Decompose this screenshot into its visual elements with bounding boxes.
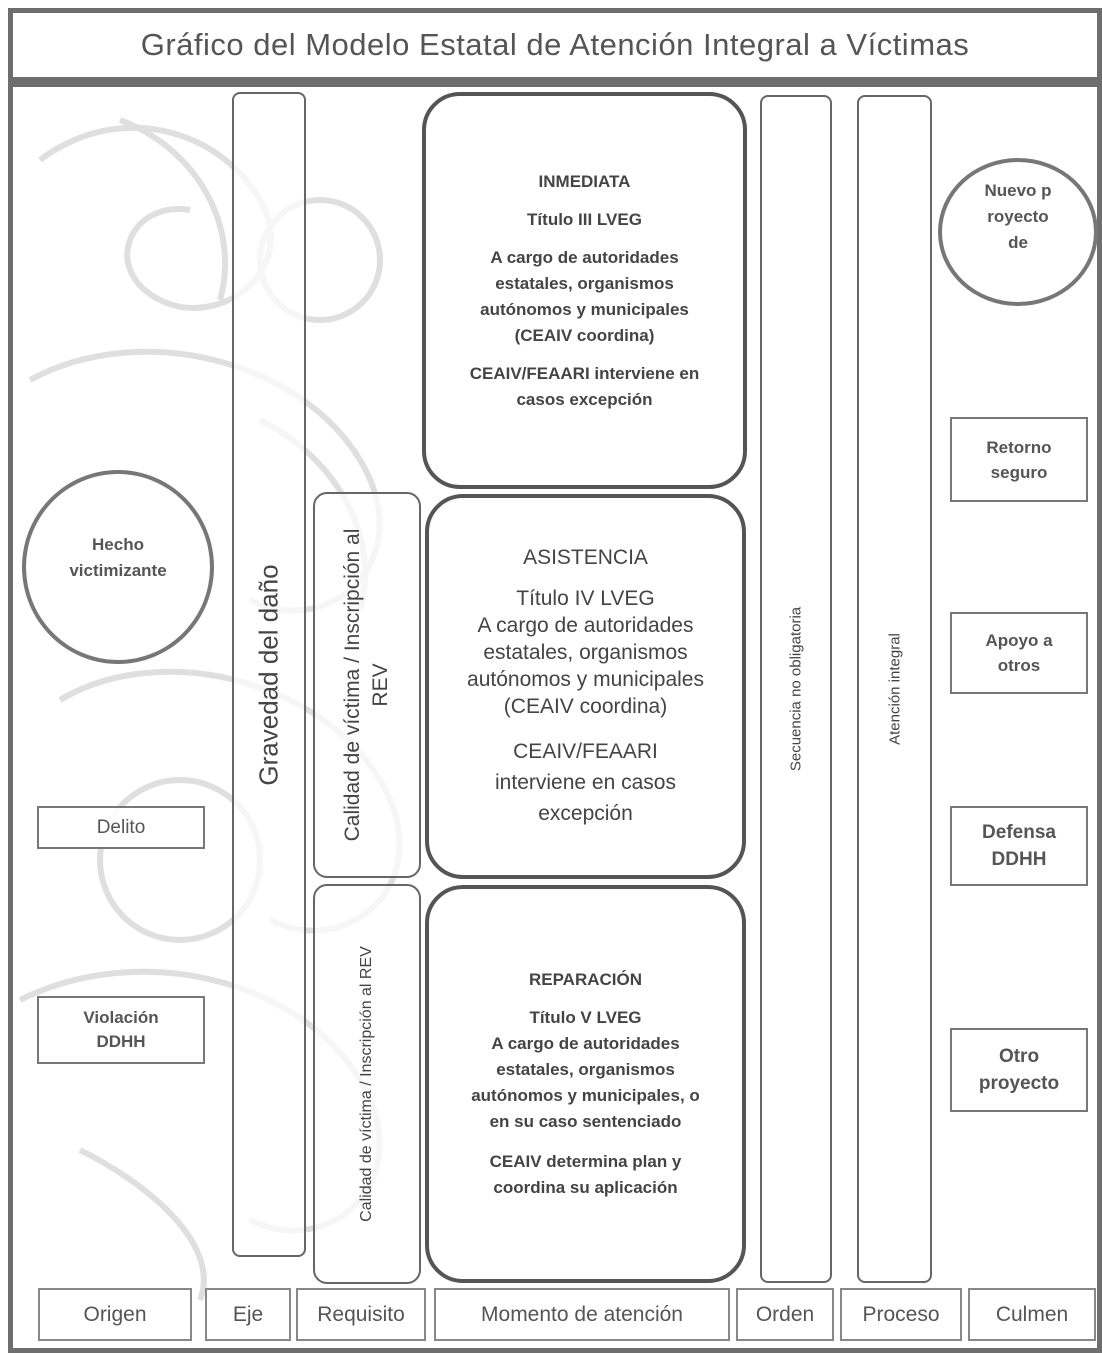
- hecho-victimizante-label: Hecho victimizante: [69, 535, 167, 580]
- inmediata-titulo: Título III LVEG: [527, 209, 642, 229]
- asistencia-titulo: Título IV LVEG: [516, 587, 655, 610]
- atencion-column: Atención integral: [857, 95, 932, 1283]
- violacion-label: Violación DDHH: [83, 1008, 159, 1051]
- footer-origen: Origen: [38, 1288, 192, 1341]
- diagram-title: Gráfico del Modelo Estatal de Atención I…: [140, 27, 970, 62]
- retorno-box: Retorno seguro: [950, 417, 1088, 502]
- violacion-box: Violación DDHH: [37, 996, 205, 1064]
- apoyo-label: Apoyo a otros: [985, 631, 1053, 675]
- calidad-asistencia-label: Calidad de víctima / Inscripción al REV: [339, 520, 395, 850]
- calidad-reparacion-label: Calidad de víctima / Inscripción al REV: [358, 946, 375, 1222]
- footer-culmen: Culmen: [968, 1288, 1096, 1341]
- footer-eje: Eje: [205, 1288, 291, 1341]
- moment-inmediata: INMEDIATA Título III LVEG A cargo de aut…: [422, 92, 747, 489]
- footer-proceso: Proceso: [840, 1288, 962, 1341]
- otro-proyecto-label: Otro proyecto: [978, 1046, 1060, 1094]
- secuencia-label: Secuencia no obligatoria: [787, 606, 805, 772]
- gravedad-column: Gravedad del daño: [232, 92, 306, 1257]
- asistencia-heading: ASISTENCIA: [523, 546, 648, 569]
- reparacion-plan: CEAIV determina plan y coordina su aplic…: [489, 1152, 682, 1197]
- title-divider: [13, 77, 1097, 87]
- moment-reparacion: REPARACIÓN Título V LVEG A cargo de auto…: [425, 885, 746, 1283]
- gravedad-label: Gravedad del daño: [253, 563, 284, 786]
- otro-proyecto-box: Otro proyecto: [950, 1028, 1088, 1112]
- defensa-box: Defensa DDHH: [950, 806, 1088, 886]
- delito-label: Delito: [96, 816, 146, 838]
- nuevo-proyecto-label: Nuevo proyecto de: [984, 181, 1052, 252]
- footer-orden: Orden: [736, 1288, 834, 1341]
- reparacion-titulo: Título V LVEG: [529, 1008, 642, 1027]
- reparacion-cargo: A cargo de autoridades estatales, organi…: [471, 1034, 700, 1131]
- inmediata-heading: INMEDIATA: [538, 171, 631, 191]
- reparacion-heading: REPARACIÓN: [528, 970, 643, 989]
- footer-requisito: Requisito: [296, 1288, 426, 1341]
- calidad-asistencia-column: Calidad de víctima / Inscripción al REV: [313, 492, 421, 878]
- atencion-label: Atención integral: [886, 633, 903, 745]
- delito-box: Delito: [37, 806, 205, 849]
- nuevo-proyecto-circle: Nuevo proyecto de: [938, 158, 1098, 306]
- calidad-reparacion-column: Calidad de víctima / Inscripción al REV: [313, 884, 421, 1284]
- inmediata-interviene: CEAIV/FEAARI interviene en casos excepci…: [469, 363, 700, 409]
- inmediata-cargo: A cargo de autoridades estatales, organi…: [480, 247, 689, 345]
- apoyo-box: Apoyo a otros: [950, 612, 1088, 694]
- moment-asistencia: ASISTENCIA Título IV LVEG A cargo de aut…: [425, 494, 746, 879]
- asistencia-cargo: A cargo de autoridades estatales, organi…: [467, 614, 704, 718]
- calidad-asistencia-text: Calidad de víctima / Inscripción al REV: [341, 528, 392, 842]
- asistencia-interviene: CEAIV/FEAARI interviene en casos excepci…: [495, 740, 676, 825]
- hecho-victimizante-circle: Hecho victimizante: [22, 470, 214, 664]
- secuencia-column: Secuencia no obligatoria: [760, 95, 832, 1283]
- footer-momento: Momento de atención: [434, 1288, 730, 1341]
- retorno-label: Retorno seguro: [986, 437, 1052, 482]
- defensa-label: Defensa DDHH: [982, 822, 1056, 870]
